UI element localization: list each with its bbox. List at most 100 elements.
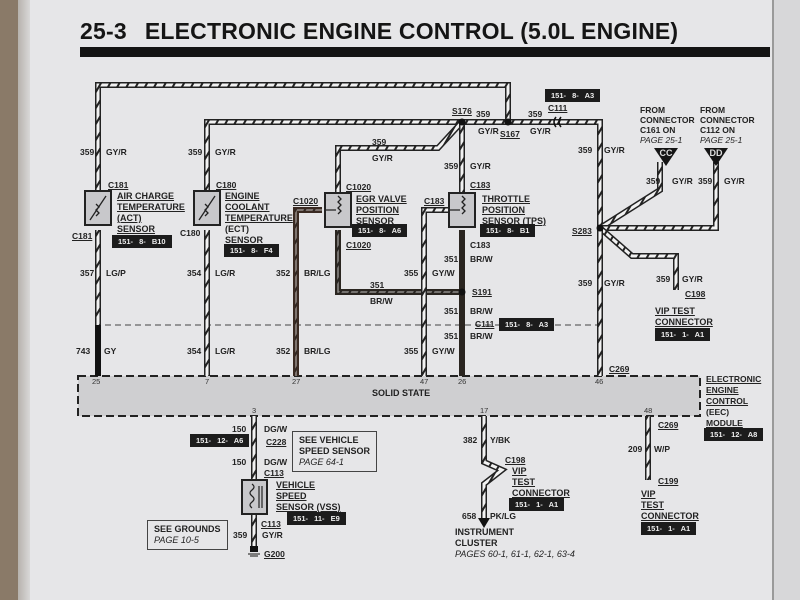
wire-circuit: 351 xyxy=(444,306,459,316)
section-title: ELECTRONIC ENGINE CONTROL (5.0L ENGINE) xyxy=(144,18,679,44)
pin-number: 17 xyxy=(480,406,489,415)
ref-badge: 151- 12- A6 xyxy=(190,434,250,447)
connector-c269-top-label: C269 xyxy=(609,364,630,374)
name-line: CONNECTOR xyxy=(655,317,713,327)
connector-label: C181 xyxy=(72,231,93,241)
note-line: CONNECTOR xyxy=(700,115,755,125)
wire-circuit: 359 xyxy=(80,147,95,157)
name-line: INSTRUMENT xyxy=(455,527,514,537)
wire-color: GY/R xyxy=(106,147,127,157)
wire-color: GY/R xyxy=(604,145,625,155)
pin-number: 48 xyxy=(644,406,653,415)
note-line: C112 ON xyxy=(700,125,735,135)
from-connector-dd-note: FROM CONNECTOR C112 ON PAGE 25-1 xyxy=(700,105,755,145)
connector-c198-label: C198 xyxy=(685,289,706,299)
ref-badge: 151- 8- B10 xyxy=(112,235,172,248)
badge-text: CC xyxy=(659,148,673,158)
name-line: POSITION xyxy=(356,205,400,215)
pin-number: 3 xyxy=(252,406,257,415)
splice-s283-label: S283 xyxy=(572,226,592,236)
egr-sensor-name: EGR VALVE POSITION SENSOR xyxy=(356,194,407,227)
wire-circuit: 355 xyxy=(404,268,419,278)
wire-circuit: 352 xyxy=(276,268,291,278)
name-line: TEMPERATURE xyxy=(117,202,185,212)
connector-dd-badge: DD xyxy=(704,148,728,166)
wire-color: GY/R xyxy=(478,126,499,136)
name-line: EGR VALVE xyxy=(356,194,407,204)
ref-badge: 151- 8- F4 xyxy=(224,244,279,257)
connector-label: C183 xyxy=(470,240,491,250)
wire-color: GY/R xyxy=(215,147,236,157)
ground-g200-label: G200 xyxy=(264,549,285,559)
instrument-cluster-label: INSTRUMENT CLUSTER PAGES 60-1, 61-1, 62-… xyxy=(455,527,575,560)
name-line: CONNECTOR xyxy=(512,488,570,498)
ref-badge: 151- 1- A1 xyxy=(509,498,565,511)
act-sensor-symbol xyxy=(84,190,112,226)
connector-label: C180 xyxy=(180,228,201,238)
splice-s191-label: S191 xyxy=(472,287,492,297)
note-page: PAGE 25-1 xyxy=(700,135,743,145)
cluster-pages: PAGES 60-1, 61-1, 62-1, 63-4 xyxy=(455,549,575,559)
wire-circuit: 359 xyxy=(444,161,459,171)
ref-badge: 151- 12- A8 xyxy=(704,428,764,441)
title-rule xyxy=(80,47,770,57)
wire-359-ect xyxy=(204,119,603,228)
wire-circuit: 359 xyxy=(578,278,593,288)
name-line: TEMPERATURE xyxy=(225,213,293,223)
name-line: CLUSTER xyxy=(455,538,498,548)
name-line: ENGINE xyxy=(706,385,739,395)
wire-color: DG/W xyxy=(264,457,288,467)
see-grounds-note: SEE GROUNDS PAGE 10-5 xyxy=(147,520,228,550)
wire-circuit: 209 xyxy=(628,444,643,454)
paper xyxy=(30,0,775,600)
wire-color: LG/R xyxy=(215,346,236,356)
wire-color: GY/W xyxy=(432,346,455,356)
wire-color: LG/P xyxy=(106,268,126,278)
note-line: SEE VEHICLE xyxy=(299,435,359,445)
connector-label: C113 xyxy=(261,519,281,529)
connector-label: C183 xyxy=(470,180,491,190)
solid-state-label: SOLID STATE xyxy=(372,388,431,398)
vip-test-connector-name: VIP TEST CONNECTOR xyxy=(655,306,713,328)
wire-circuit: 351 xyxy=(370,280,385,290)
name-line: AIR CHARGE xyxy=(117,191,175,201)
name-line: SENSOR xyxy=(225,235,264,245)
wire-color: BR/W xyxy=(470,331,493,341)
name-line: SENSOR xyxy=(356,216,395,226)
pin-number: 26 xyxy=(458,377,467,386)
vss-sensor-name: VEHICLE SPEED SENSOR (VSS) xyxy=(276,480,341,513)
note-page: PAGE 64-1 xyxy=(299,457,344,467)
wire-359-act xyxy=(95,82,511,190)
splice-s167 xyxy=(504,118,512,126)
wire-color: DG/W xyxy=(264,424,288,434)
connector-label: C1020 xyxy=(346,182,372,192)
eec-module-body xyxy=(78,376,700,416)
connector-cc-badge: CC xyxy=(654,148,678,166)
ect-sensor-name: ENGINE COOLANT TEMPERATURE (ECT) SENSOR xyxy=(225,191,293,246)
ref-badge: 151- 8- A3 xyxy=(499,318,555,331)
name-line: VEHICLE xyxy=(276,480,316,490)
wire-359-s283 xyxy=(597,162,719,376)
name-line: SPEED xyxy=(276,491,307,501)
wire-circuit: 351 xyxy=(444,254,459,264)
splice-s191 xyxy=(458,288,466,296)
eec-module-name: ELECTRONIC ENGINE CONTROL (EEC) MODULE xyxy=(706,374,761,429)
tps-sensor-name: THROTTLE POSITION SENSOR (TPS) xyxy=(482,194,546,227)
name-line: VIP xyxy=(641,489,656,499)
name-line: COOLANT xyxy=(225,202,270,212)
connector-label: C181 xyxy=(108,180,129,190)
wire-circuit: 382 xyxy=(463,435,478,445)
note-page: PAGE 25-1 xyxy=(640,135,683,145)
note-line: FROM xyxy=(700,105,726,115)
wire-circuit: 658 xyxy=(462,511,477,521)
ref-badge: 151- 11- E9 xyxy=(287,512,346,525)
tps-sensor-symbol xyxy=(448,192,476,228)
note-page: PAGE 10-5 xyxy=(154,535,199,545)
name-line: CONTROL xyxy=(706,396,749,406)
connector-c111-mid-label: C111 xyxy=(475,319,495,329)
vip-test-connector-name: VIP TEST CONNECTOR xyxy=(641,489,699,522)
wire-359-egr xyxy=(335,119,465,192)
wire-circuit: 352 xyxy=(276,346,291,356)
